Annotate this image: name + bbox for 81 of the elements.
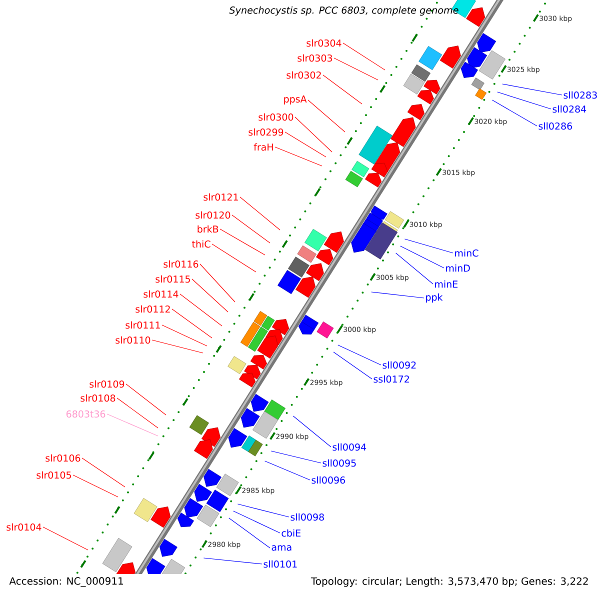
gene-label: sll0095 — [322, 459, 356, 467]
leader-line — [497, 92, 552, 110]
gene-label: sll0283 — [564, 91, 597, 99]
gene-label: slr0114 — [144, 290, 178, 298]
leader-line — [294, 116, 332, 152]
leader-line — [400, 246, 444, 268]
leader-line — [342, 42, 386, 70]
leader-line — [126, 384, 166, 416]
gene-label: cbiE — [282, 529, 300, 537]
leader-line — [106, 414, 158, 436]
gene-label: thiC — [192, 240, 210, 248]
gene-label: slr0108 — [80, 394, 116, 402]
gene-label: slr0106 — [46, 454, 80, 462]
gene-label: sll0096 — [312, 476, 345, 484]
leader-line — [220, 228, 266, 256]
leader-line — [308, 100, 346, 132]
gene-label: slr0121 — [204, 193, 238, 201]
leader-line — [233, 510, 280, 534]
leader-line — [284, 132, 326, 158]
leader-line — [371, 292, 424, 298]
gene-label: minC — [455, 249, 478, 257]
gene-label: minE — [435, 280, 458, 288]
leader-line — [192, 278, 228, 312]
leader-line — [333, 352, 372, 380]
leader-line — [116, 398, 158, 428]
leader-line — [152, 340, 204, 354]
leader-line — [502, 84, 562, 96]
leader-line — [232, 214, 270, 244]
gene-label: ppsA — [284, 96, 307, 104]
gene-label: sll0098 — [290, 513, 324, 521]
leader-line — [172, 308, 212, 338]
leader-line — [162, 324, 208, 346]
leader-line — [292, 416, 332, 448]
gene-label: 6803t36 — [66, 410, 106, 418]
gene-label: fraH — [254, 143, 273, 151]
gene-label: slr0112 — [136, 305, 170, 313]
gene-label: brkB — [198, 225, 218, 233]
gene-label: slr0110 — [116, 336, 150, 344]
leader-line — [274, 146, 322, 166]
leader-line — [212, 244, 256, 272]
leader-line — [237, 504, 290, 518]
gene-label: ama — [272, 545, 292, 551]
gene-label: minD — [446, 264, 470, 272]
leader-line — [240, 196, 280, 230]
gene-label: slr0303 — [298, 54, 332, 62]
leader-line — [42, 526, 88, 550]
gene-label: slr0111 — [126, 321, 160, 329]
leader-line — [334, 58, 378, 80]
footer-text: Topology: circular; Length: 3,573,470 bp; Genes: 3,222 — [310, 577, 588, 587]
leader-line — [264, 460, 310, 480]
gene-label: slr0116 — [164, 260, 198, 268]
leader-line — [404, 238, 454, 254]
gene-label: slr0300 — [258, 113, 294, 121]
leader-line — [492, 100, 538, 126]
leader-line — [180, 294, 222, 326]
gene-label: slr0109 — [90, 380, 124, 388]
gene-label: sll0286 — [538, 122, 572, 130]
leader-line — [322, 74, 362, 104]
leader-line — [203, 558, 262, 564]
leader-line — [228, 518, 270, 548]
gene-label: slr0304 — [306, 39, 342, 47]
leader-line — [200, 264, 236, 302]
leader-line — [72, 474, 118, 498]
leader-line — [82, 458, 126, 488]
leader-line — [396, 252, 434, 284]
gene-label: slr0302 — [286, 71, 321, 79]
gene-label: sll0101 — [264, 560, 297, 568]
gene-label: slr0104 — [6, 523, 42, 531]
gene-label: sll0092 — [382, 361, 416, 369]
gene-label: sll0094 — [332, 443, 366, 451]
gene-label: slr0115 — [156, 275, 190, 283]
footer-text: Accession: NC_000911 — [9, 577, 123, 587]
gene-label: sll0284 — [552, 105, 586, 113]
leader-line — [270, 450, 322, 464]
title: Synechocystis sp. PCC 6803, complete genome — [229, 6, 458, 16]
leader-line — [338, 344, 382, 366]
gene-label: ppk — [426, 293, 443, 303]
gene-label: slr0299 — [248, 128, 284, 136]
gene-label: ssl0172 — [374, 375, 409, 383]
gene-label: slr0105 — [36, 471, 71, 479]
gene-label: slr0120 — [196, 211, 230, 219]
